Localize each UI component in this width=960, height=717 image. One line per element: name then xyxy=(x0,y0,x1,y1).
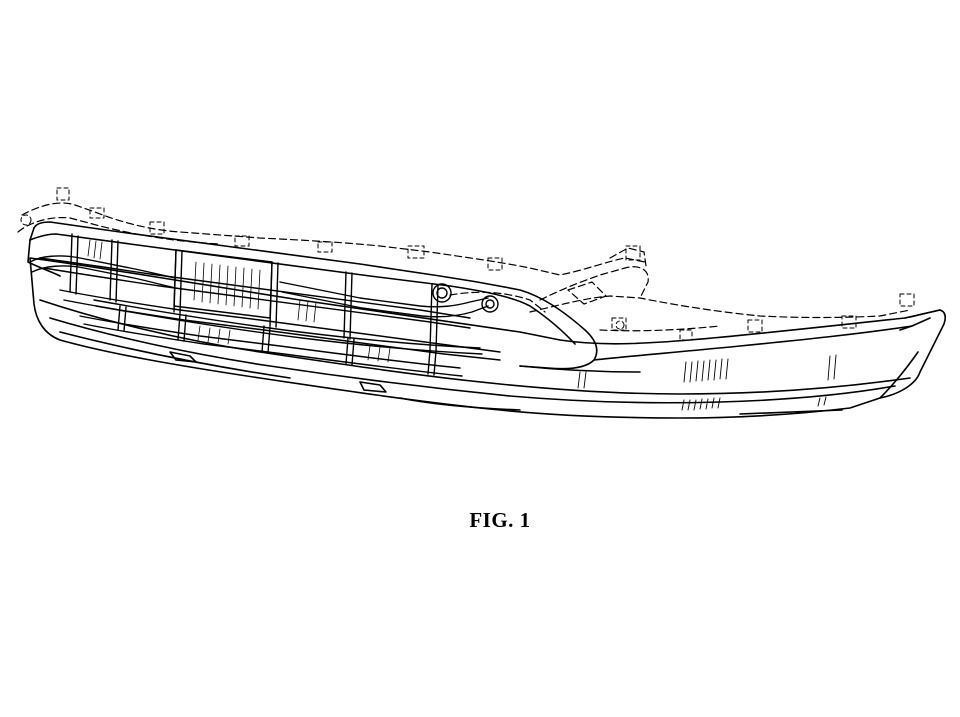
grille-bars xyxy=(29,233,501,377)
bumper-body xyxy=(29,257,946,419)
fascia-top-edge xyxy=(519,325,913,373)
dashed-clip-details xyxy=(20,187,915,341)
upper-grille-frame xyxy=(27,221,598,370)
body-shading-hatch xyxy=(577,354,837,411)
grille-shading-hatch xyxy=(87,239,391,363)
dashed-environment-outline xyxy=(17,202,911,332)
figure-caption: FIG. 1 xyxy=(469,508,531,532)
